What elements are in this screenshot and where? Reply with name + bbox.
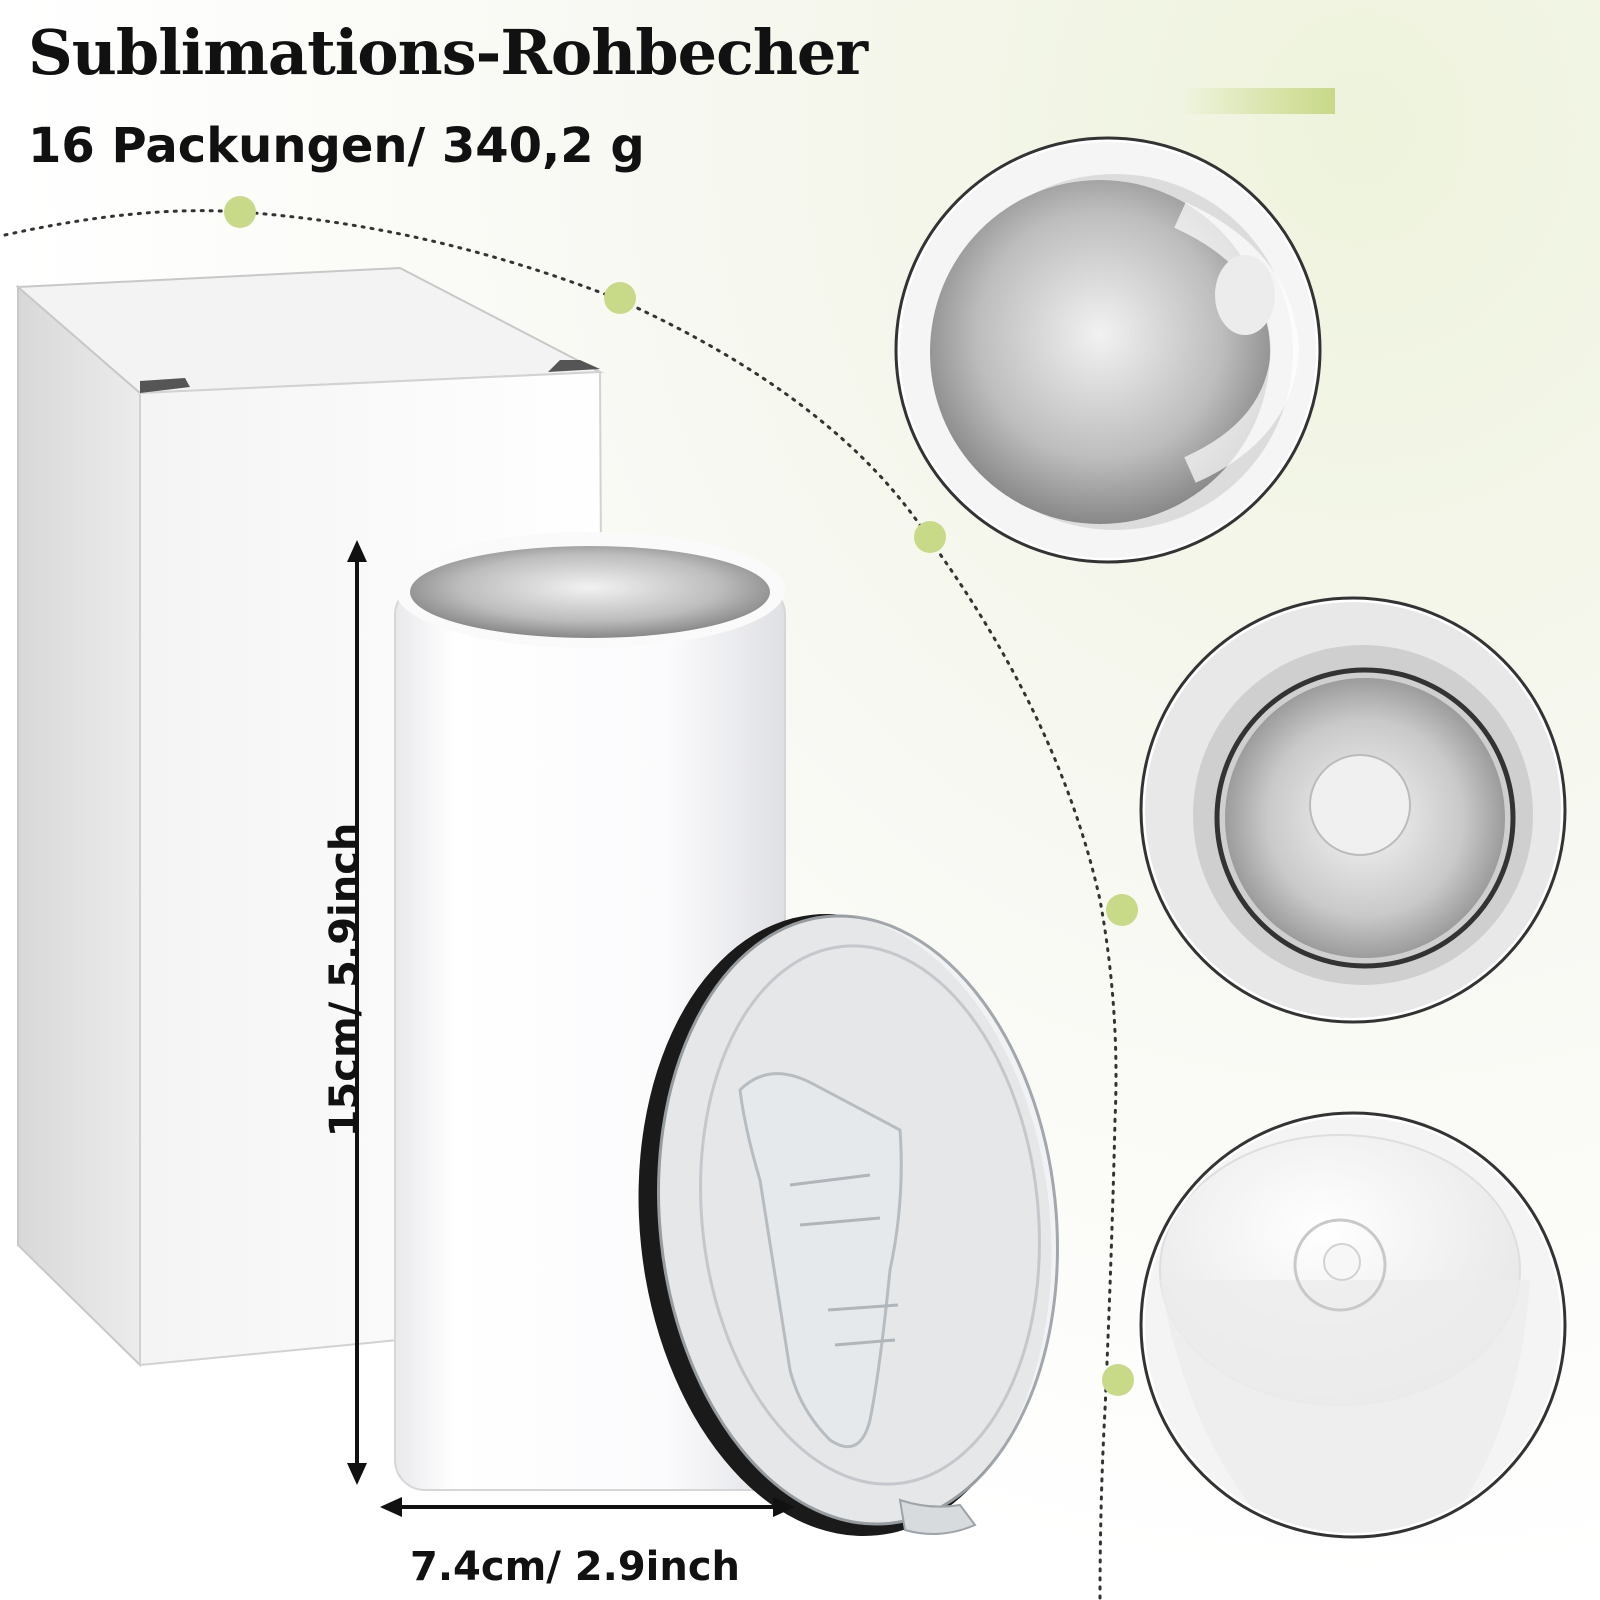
width-dimension-label: 7.4cm/ 2.9inch — [410, 1544, 741, 1590]
detail-inside-view — [894, 136, 1322, 564]
arc-dots — [224, 196, 1138, 1396]
arc-dot — [1102, 1364, 1134, 1396]
height-arrow — [347, 540, 367, 1485]
arc-dot — [224, 196, 256, 228]
height-dimension-label: 15cm/ 5.9inch — [322, 822, 368, 1138]
detail-steel-bottom — [1139, 596, 1567, 1024]
tumbler-lid — [638, 913, 1059, 1537]
accent-bar — [1180, 88, 1335, 114]
width-arrow — [380, 1497, 795, 1517]
page-title: Sublimations-Rohbecher — [28, 16, 868, 89]
arc-dot — [604, 282, 636, 314]
arc-dot — [914, 521, 946, 553]
dotted-arc — [3, 209, 1118, 1600]
detail-white-base — [1139, 1111, 1567, 1539]
arc-dot — [1106, 894, 1138, 926]
page-subtitle: 16 Packungen/ 340,2 g — [28, 118, 645, 174]
